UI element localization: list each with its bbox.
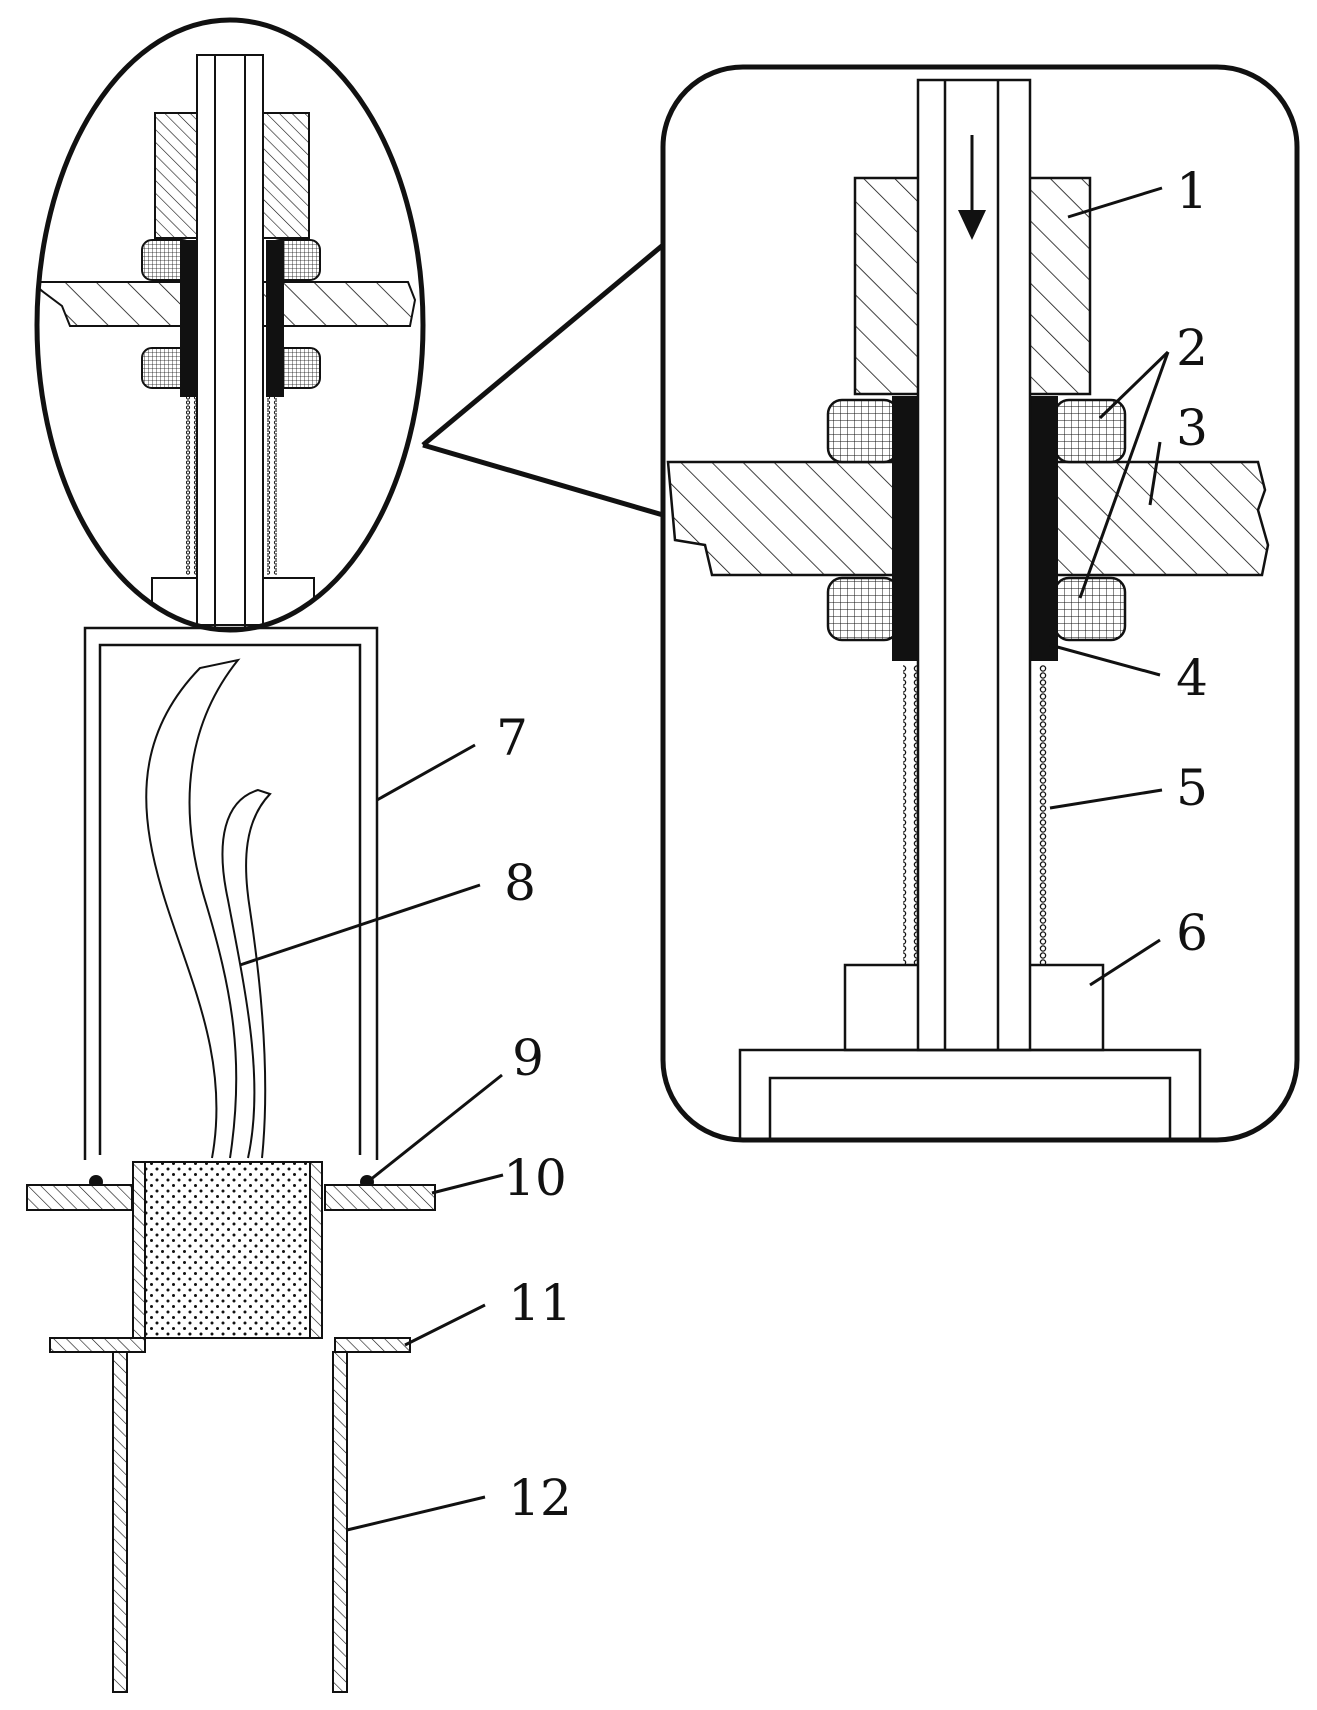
- detail-oval: [34, 17, 426, 633]
- label-8: 8: [504, 854, 536, 912]
- combustion-chamber: [83, 626, 379, 1160]
- inlet-pipe: [112, 1351, 348, 1693]
- enlarged-callout-view: [421, 64, 1300, 1143]
- label-2: 2: [1176, 319, 1208, 377]
- part-labels: 1 2 3 4 5 6 7 8 9 10 11 12: [496, 162, 1208, 1527]
- label-5: 5: [1176, 759, 1208, 817]
- label-9: 9: [512, 1029, 544, 1087]
- label-4: 4: [1176, 649, 1208, 707]
- down-arrow-icon: [958, 135, 986, 240]
- oval-detail-view: [34, 17, 426, 633]
- porous-medium-burner: [132, 1161, 323, 1339]
- base-plate: [26, 1184, 436, 1211]
- label-11: 11: [508, 1274, 572, 1332]
- label-1: 1: [1176, 162, 1208, 220]
- label-6: 6: [1176, 904, 1208, 962]
- callout-frame: [660, 64, 1300, 1143]
- label-12: 12: [508, 1469, 572, 1527]
- label-10: 10: [503, 1149, 567, 1207]
- flange: [49, 1337, 411, 1353]
- leader-lines: [239, 186, 1170, 1532]
- flame: [145, 658, 272, 1159]
- label-3: 3: [1176, 399, 1208, 457]
- sealing-sleeve-left: [892, 396, 920, 661]
- label-7: 7: [496, 709, 528, 767]
- sealing-sleeve-right: [1030, 396, 1058, 661]
